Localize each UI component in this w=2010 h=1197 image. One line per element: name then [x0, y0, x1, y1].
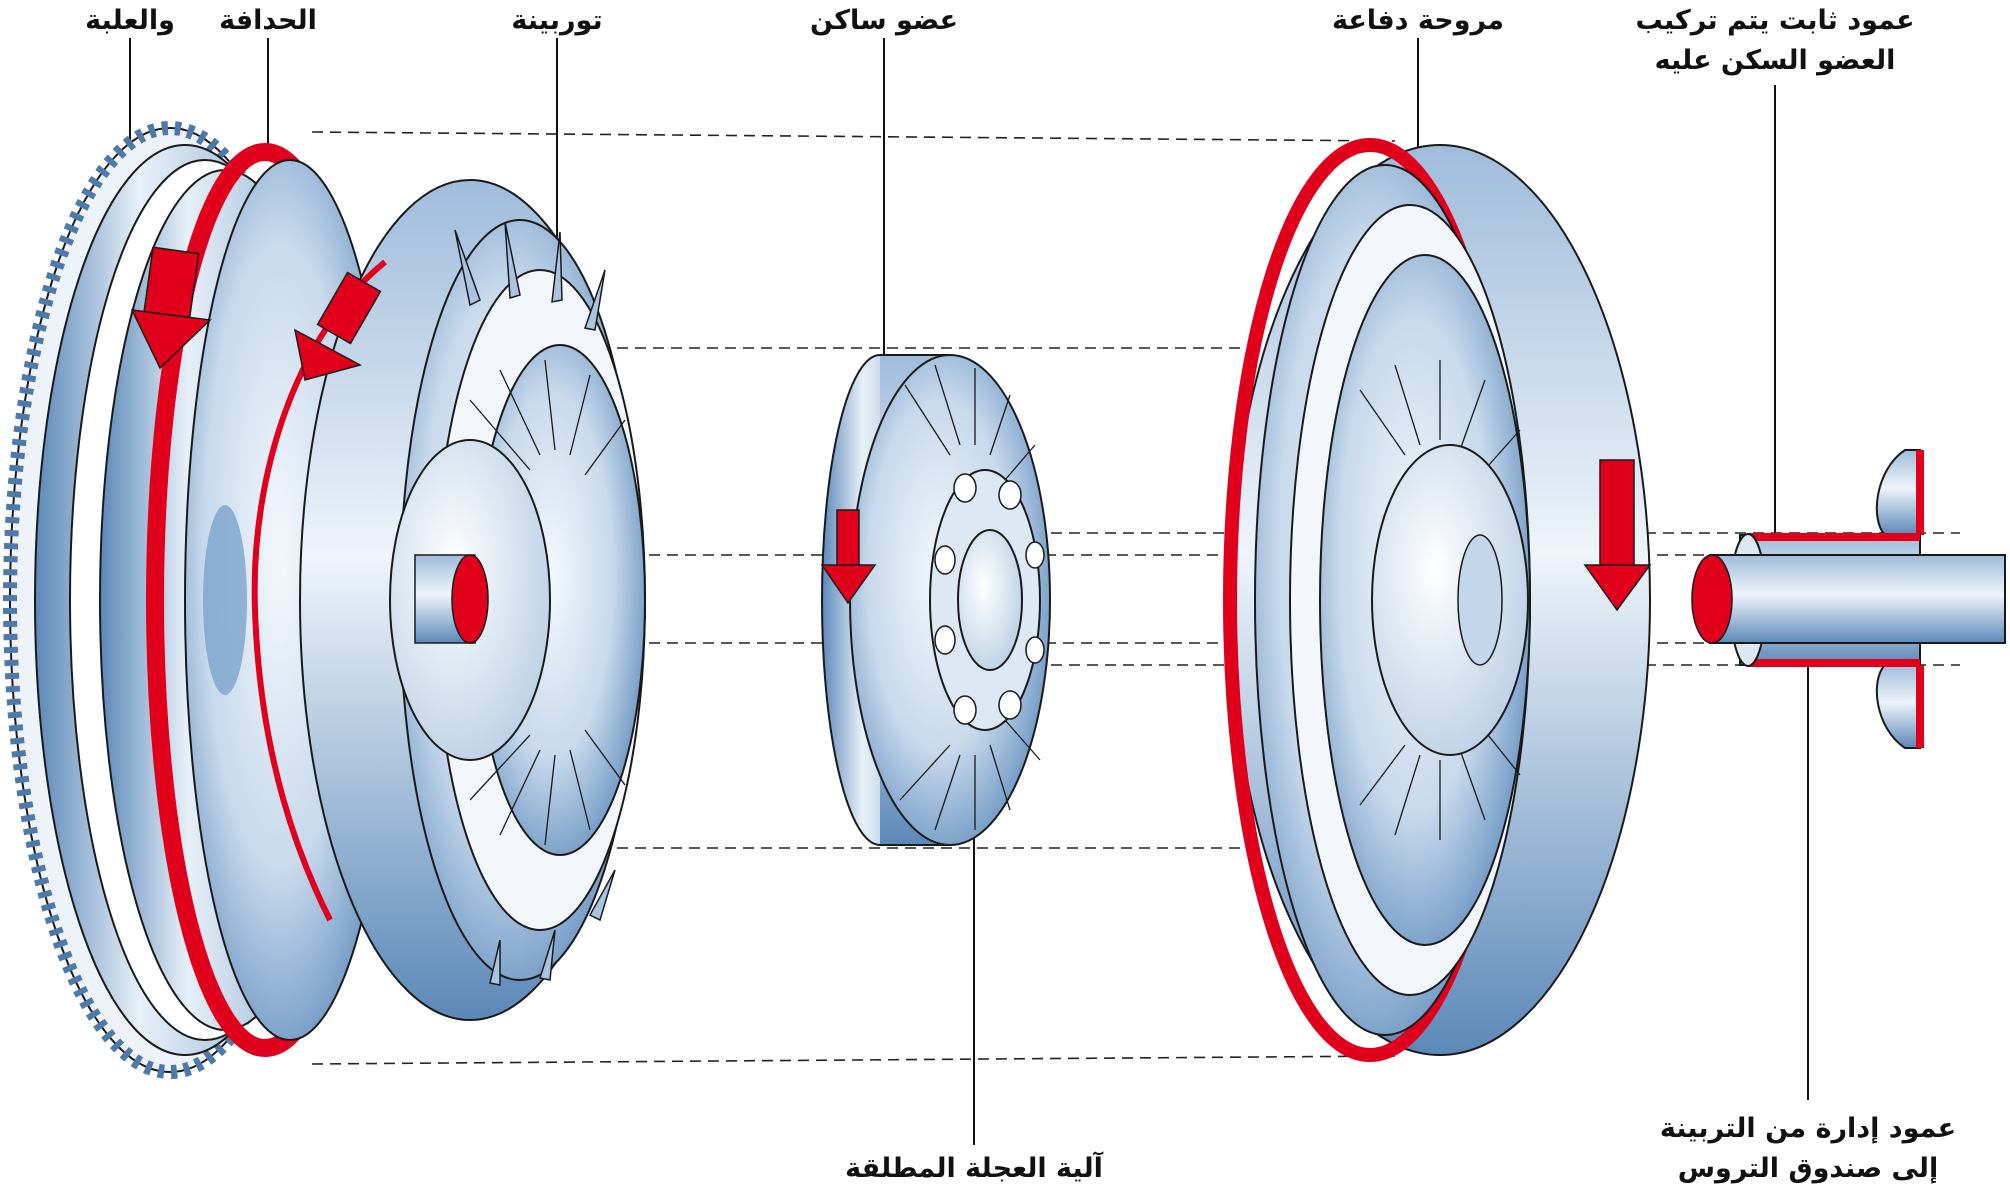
freewheel-rollers [934, 473, 1045, 725]
pump-rotation-arrow-icon [1583, 459, 1652, 612]
label-flywheel: الحدافة [219, 5, 317, 36]
flywheel-rotation-arrow-icon [130, 246, 212, 370]
output-shaft-assembly [1691, 449, 2006, 749]
pump-impeller [1223, 138, 1652, 1062]
label-output-shaft-line2: إلى صندوق التروس [1677, 1153, 1939, 1184]
label-turbine: توربينة [511, 5, 603, 36]
output-shaft [1709, 554, 2006, 644]
turbine-wheel [251, 179, 646, 1021]
turbine-rotation-arrow-icon [293, 271, 382, 381]
label-output-shaft-line1: عمود إدارة من التربينة [1659, 1113, 1957, 1144]
stator-direction-arrow-icon [820, 509, 877, 605]
label-pump: مروحة دفاعة [1331, 5, 1505, 36]
output-shaft-end [1691, 554, 1733, 644]
stator-wheel [820, 354, 1051, 846]
label-cover: والعلبة [85, 5, 175, 36]
label-freewheel: آلية العجلة المطلقة [845, 1153, 1103, 1184]
label-stator: عضو ساكن [809, 5, 959, 36]
label-fixed-shaft-line2: العضو السكن عليه [1654, 45, 1896, 76]
turbine-shaft-end [451, 554, 489, 644]
label-fixed-shaft-line1: عمود ثابت يتم تركيب [1635, 5, 1915, 36]
fixed-sleeve-flange [1875, 449, 1921, 536]
